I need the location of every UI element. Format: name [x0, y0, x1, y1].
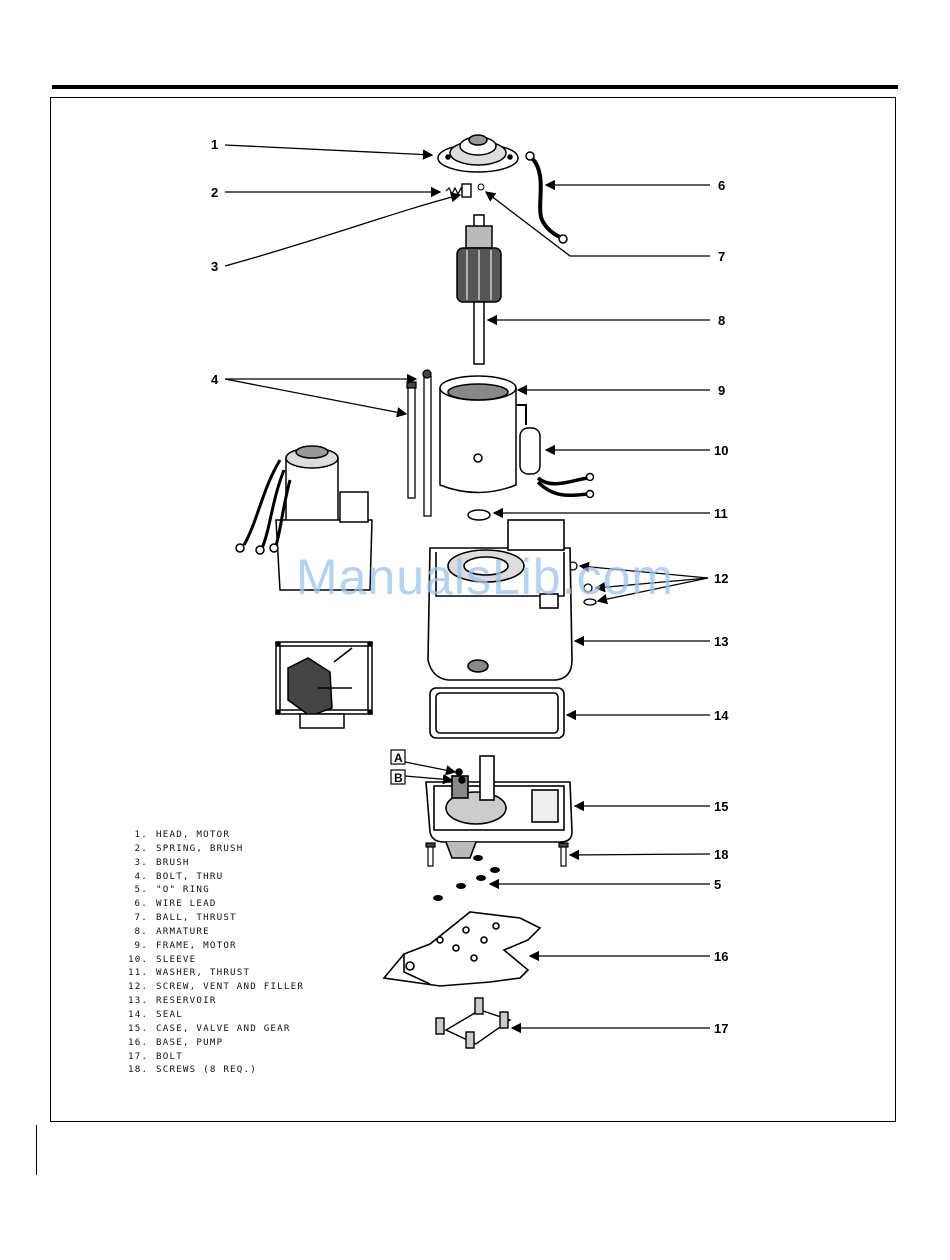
legend-item: 13.RESERVOIR: [128, 995, 217, 1007]
legend-item: 7.BALL, THRUST: [134, 912, 237, 924]
leader-lines: [224, 144, 711, 1034]
callout-5: 5: [714, 877, 721, 892]
vent-screws-part: [568, 561, 597, 606]
callout-11: 11: [714, 506, 728, 521]
case-screws-part: [425, 842, 569, 867]
case-underside-illustration: [275, 641, 373, 729]
callout-1: 1: [211, 137, 218, 152]
callout-7: 7: [718, 249, 725, 264]
legend-item: 8.ARMATURE: [134, 925, 210, 937]
box-b-frame: [390, 769, 406, 785]
callout-16: 16: [714, 949, 728, 964]
legend-item: 2.SPRING, BRUSH: [134, 842, 244, 854]
legend-item: 10.SLEEVE: [128, 953, 197, 965]
thrust-ball-part: [477, 183, 485, 191]
legend-item: 17.BOLT: [128, 1050, 183, 1062]
legend-item: 1.HEAD, MOTOR: [134, 829, 231, 840]
callout-17: 17: [714, 1021, 728, 1036]
callout-18: 18: [714, 847, 728, 862]
bolts-part: [435, 997, 512, 1049]
pump-base-part: [382, 911, 542, 987]
thrust-washer-part: [467, 509, 491, 521]
callout-13: 13: [714, 634, 728, 649]
seal-part: [429, 687, 565, 739]
legend-item: 14.SEAL: [128, 1008, 183, 1020]
wire-lead-part: [525, 151, 568, 244]
callout-3: 3: [211, 259, 218, 274]
side-rule: [36, 1125, 37, 1175]
box-a-frame: [390, 749, 406, 765]
legend-item: 15.CASE, VALVE AND GEAR: [128, 1022, 291, 1034]
o-rings-part: [433, 855, 500, 901]
figure-frame: [50, 97, 896, 1122]
box-b-label: B: [394, 771, 403, 785]
legend-item: 16.BASE, PUMP: [128, 1036, 224, 1048]
legend-item: 18.SCREWS (8 REQ.): [128, 1064, 257, 1076]
callout-14: 14: [714, 708, 729, 723]
callout-9: 9: [718, 383, 725, 398]
callout-15: 15: [714, 799, 728, 814]
legend-item: 6.WIRE LEAD: [134, 898, 217, 910]
callout-6: 6: [718, 178, 725, 193]
motor-head-part: [437, 134, 519, 173]
callout-2: 2: [211, 185, 218, 200]
thru-bolts-part: [406, 369, 432, 517]
legend-item: 5."O" RING: [134, 884, 210, 896]
sleeve-part: [519, 427, 595, 499]
legend-item: 12.SCREW, VENT AND FILLER: [128, 981, 305, 993]
callout-8: 8: [718, 313, 725, 328]
watermark: ManualsLib.com: [295, 549, 675, 605]
legend-item: 9.FRAME, MOTOR: [134, 939, 237, 951]
callout-10: 10: [714, 443, 728, 458]
parts-legend: 1.HEAD, MOTOR 2.SPRING, BRUSH 3.BRUSH 4.…: [128, 828, 304, 1077]
callout-4: 4: [211, 372, 219, 387]
callout-12: 12: [714, 571, 728, 586]
valve-gear-case-part: [425, 755, 573, 859]
assembled-pump-illustration: [235, 445, 373, 591]
reservoir-part: [427, 519, 573, 681]
legend-item: 4.BOLT, THRU: [134, 870, 224, 882]
box-a-label: A: [394, 751, 403, 765]
armature-part: [456, 214, 502, 365]
brush-part: [461, 183, 472, 198]
top-rule: [52, 85, 898, 89]
legend-item: 11.WASHER, THRUST: [128, 967, 251, 979]
motor-frame-part: [439, 375, 527, 494]
legend-item: 3.BRUSH: [134, 856, 190, 868]
